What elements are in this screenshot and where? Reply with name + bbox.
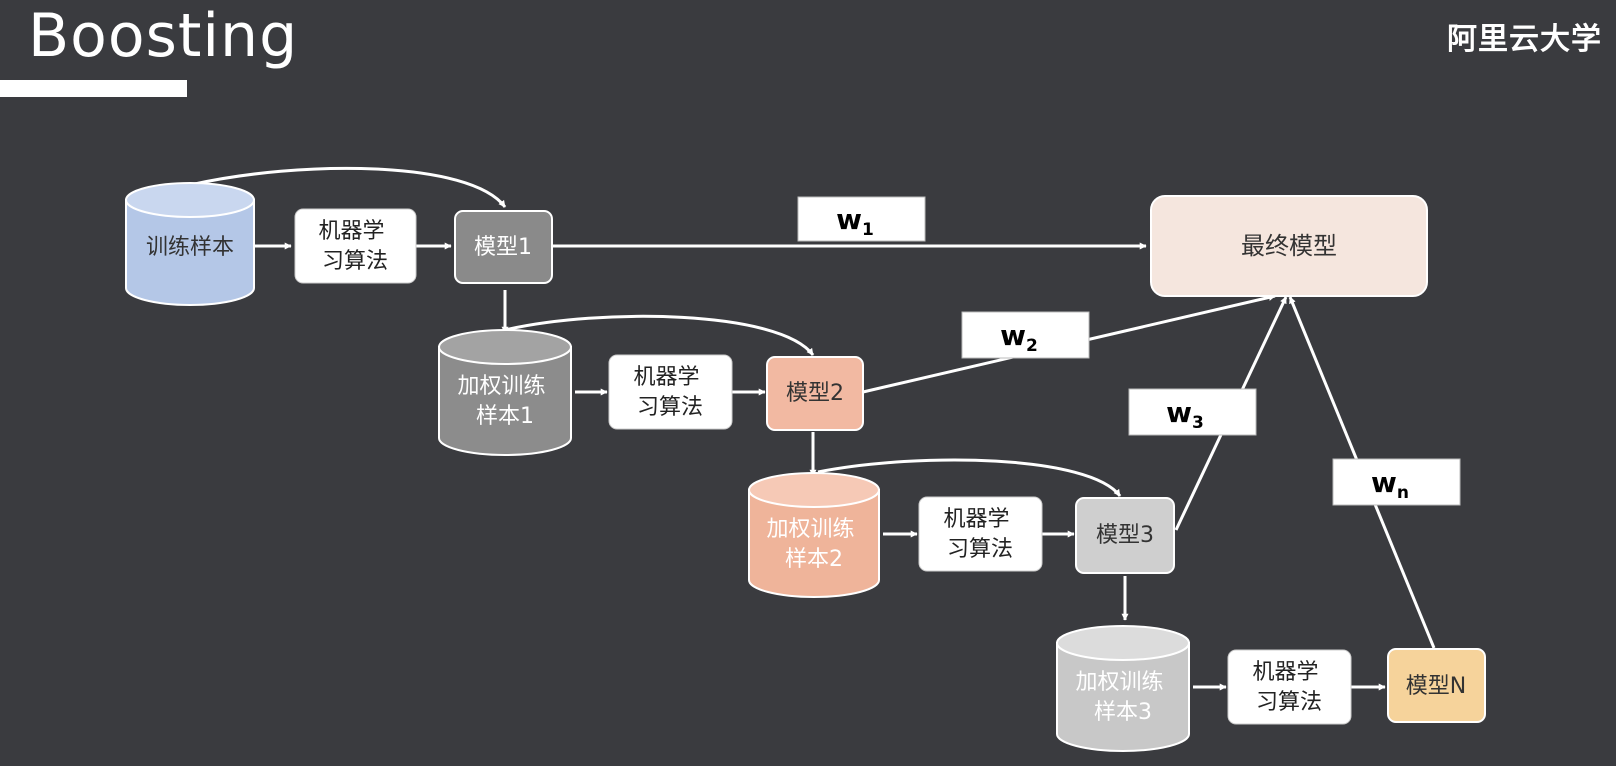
weighted-sample-1-line2: 样本1 xyxy=(476,404,534,429)
page-title: Boosting xyxy=(28,1,299,71)
weighted-sample-1-line1: 加权训练 xyxy=(457,374,545,399)
ml-algorithm-4-line2: 习算法 xyxy=(1256,690,1322,715)
svg-text:模型2: 模型2 xyxy=(786,381,844,406)
weight-w3: w3 xyxy=(1128,388,1257,436)
ml-algorithm-box-1: 机器学 习算法 xyxy=(294,208,417,284)
svg-text:加权训练 样本1: 加权训练 样本1 xyxy=(457,374,552,429)
training-sample-cylinder: 训练样本 xyxy=(125,182,255,306)
brand-logo-text: 阿里云大学 xyxy=(1447,22,1602,57)
training-sample-label: 训练样本 xyxy=(146,235,234,260)
svg-text:机器学 习算法: 机器学 习算法 xyxy=(1252,660,1325,715)
weighted-sample-3-line1: 加权训练 xyxy=(1075,670,1163,695)
weighted-sample-1-cylinder: 加权训练 样本1 xyxy=(438,329,572,456)
ml-algorithm-1-line1: 机器学 xyxy=(318,219,384,244)
weighted-sample-2-line1: 加权训练 xyxy=(766,517,854,542)
svg-text:模型N: 模型N xyxy=(1406,674,1466,699)
weight-w3-base: w xyxy=(1166,396,1192,429)
svg-text:w2: w2 xyxy=(1000,319,1038,356)
ml-algorithm-3-line2: 习算法 xyxy=(947,537,1013,562)
ml-algorithm-2-line1: 机器学 xyxy=(633,365,699,390)
weight-w1-sub: 1 xyxy=(862,220,874,240)
model-2-box: 模型2 xyxy=(766,356,864,431)
model-n-box: 模型N xyxy=(1387,648,1486,723)
model-n-label: 模型N xyxy=(1406,674,1466,699)
svg-text:加权训练 样本3: 加权训练 样本3 xyxy=(1075,670,1170,725)
ml-algorithm-2-line2: 习算法 xyxy=(637,395,703,420)
arrow-curve-weighted2-to-model3 xyxy=(817,458,1122,497)
svg-text:训练样本: 训练样本 xyxy=(146,235,234,260)
ml-algorithm-box-2: 机器学 习算法 xyxy=(608,354,733,430)
svg-text:w1: w1 xyxy=(836,203,874,240)
arrow-curve-sample-to-model1 xyxy=(189,166,507,208)
svg-text:机器学 习算法: 机器学 习算法 xyxy=(943,507,1016,562)
svg-text:最终模型: 最终模型 xyxy=(1241,232,1337,260)
model-2-label: 模型2 xyxy=(786,381,844,406)
weight-w2: w2 xyxy=(961,311,1090,359)
connectors xyxy=(189,166,1436,691)
weight-w2-base: w xyxy=(1000,319,1026,352)
weight-wn: wn xyxy=(1332,458,1461,506)
weight-wn-base: w xyxy=(1371,466,1397,499)
weight-w1: w1 xyxy=(797,196,926,242)
ml-algorithm-box-3: 机器学 习算法 xyxy=(918,496,1043,572)
weighted-sample-3-line2: 样本3 xyxy=(1094,700,1152,725)
svg-text:机器学 习算法: 机器学 习算法 xyxy=(318,219,391,274)
ml-algorithm-1-line2: 习算法 xyxy=(322,249,388,274)
final-model-box: 最终模型 xyxy=(1150,195,1428,297)
svg-text:加权训练 样本2: 加权训练 样本2 xyxy=(766,517,861,572)
ml-algorithm-3-line1: 机器学 xyxy=(943,507,1009,532)
model-1-label: 模型1 xyxy=(474,235,532,260)
arrow-curve-weighted1-to-model2 xyxy=(504,314,815,356)
weight-w3-sub: 3 xyxy=(1192,413,1204,433)
model-1-box: 模型1 xyxy=(454,210,553,284)
model-3-box: 模型3 xyxy=(1075,497,1175,574)
svg-text:机器学 习算法: 机器学 习算法 xyxy=(633,365,706,420)
model-3-label: 模型3 xyxy=(1096,523,1154,548)
svg-text:模型3: 模型3 xyxy=(1096,523,1154,548)
title-underline-bar xyxy=(0,80,187,97)
weighted-sample-2-cylinder: 加权训练 样本2 xyxy=(748,472,880,598)
ml-algorithm-4-line1: 机器学 xyxy=(1252,660,1318,685)
svg-text:模型1: 模型1 xyxy=(474,235,532,260)
svg-text:w3: w3 xyxy=(1166,396,1204,433)
weight-wn-sub: n xyxy=(1397,483,1409,503)
weighted-sample-2-line2: 样本2 xyxy=(785,547,843,572)
weighted-sample-3-cylinder: 加权训练 样本3 xyxy=(1056,625,1190,752)
ml-algorithm-box-4: 机器学 习算法 xyxy=(1227,649,1352,725)
final-model-label: 最终模型 xyxy=(1241,232,1337,260)
weight-w2-sub: 2 xyxy=(1026,336,1038,356)
svg-text:wn: wn xyxy=(1371,466,1409,503)
weight-w1-base: w xyxy=(836,203,862,236)
